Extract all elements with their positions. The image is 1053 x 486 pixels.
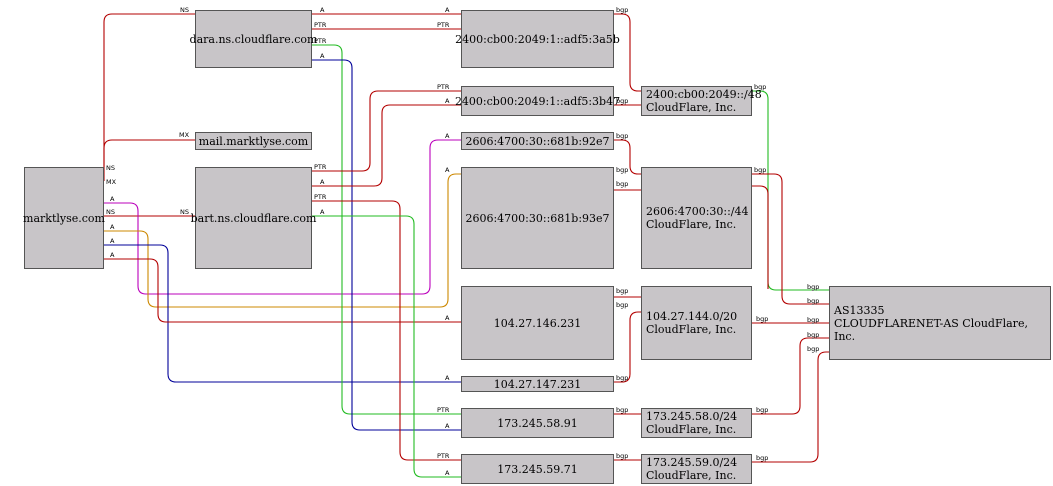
node-dara-ns[interactable]: dara.ns.cloudflare.com	[190, 10, 317, 68]
label-bart-ptr-2: PTR	[314, 193, 327, 201]
label-ip6a5b-ptr: PTR	[437, 21, 450, 29]
node-bart-ns[interactable]: bart.ns.cloudflare.com	[191, 167, 316, 269]
label-bgp-net58-out: bgp	[756, 406, 769, 414]
label-bart-a-1: A	[320, 178, 325, 186]
label-bgp-104-in: bgp	[616, 301, 629, 309]
edge-dara-ptr-58	[312, 44, 462, 415]
edge-a-ip4-147	[104, 244, 462, 383]
label-146-a: A	[445, 314, 450, 322]
label-bart-ptr-1: PTR	[314, 163, 327, 171]
label-bgp-146: bgp	[616, 287, 629, 295]
label-ns-dara: NS	[180, 6, 189, 14]
label-dara-ptr-2: PTR	[314, 37, 327, 45]
label-bgp-147: bgp	[616, 374, 629, 382]
label-bgp-net59-out: bgp	[756, 454, 769, 462]
label-mx-mail: MX	[179, 131, 190, 139]
edge-ns-dara	[103, 13, 196, 167]
edge-bart-ptr-b47	[312, 90, 462, 172]
label-58-a: A	[445, 422, 450, 430]
edge-bgp-147-net104	[614, 311, 642, 383]
edge-bgp-net2606-as-2	[752, 185, 769, 289]
label-ns-bart-src: NS	[106, 208, 115, 216]
label-ns-from-marktlyse: NS	[106, 164, 115, 172]
label-bgp-net2606-out: bgp	[754, 166, 767, 174]
node-ip6-93e7[interactable]: 2606:4700:30::681b:93e7	[461, 167, 614, 269]
label-bgp-59: bgp	[616, 452, 629, 460]
label-dara-ptr: PTR	[314, 21, 327, 29]
label-bgp-net2400-out: bgp	[754, 83, 767, 91]
label-bgp-as-2: bgp	[807, 297, 820, 305]
label-a-m3: A	[110, 237, 115, 245]
node-ip6-3b47[interactable]: 2400:cb00:2049:1::adf5:3b47	[455, 86, 620, 116]
label-bgp-as-3: bgp	[807, 316, 820, 324]
label-bgp-92e7: bgp	[616, 132, 629, 140]
label-b47-ptr: PTR	[437, 83, 450, 91]
edge-bgp-net2606-as-1	[752, 173, 830, 305]
label-bgp-2606-in-1: bgp	[616, 166, 629, 174]
node-ip4-146[interactable]: 104.27.146.231	[461, 286, 614, 360]
label-dara-a: A	[320, 6, 325, 14]
node-ip6-3a5b[interactable]: 2400:cb00:2049:1::adf5:3a5b	[455, 10, 620, 68]
label-bgp-58: bgp	[616, 406, 629, 414]
edge-bgp-92e7-net2606	[614, 139, 642, 175]
label-92e7-a: A	[445, 132, 450, 140]
node-ip4-59[interactable]: 173.245.59.71	[461, 454, 614, 484]
label-bgp-a5b: bgp	[616, 6, 629, 14]
edge-mx-mail	[103, 139, 196, 181]
edge-a-ip6-93e7	[104, 173, 462, 308]
node-mail[interactable]: mail.marktlyse.com	[195, 132, 312, 150]
edge-a-ip4-146	[104, 258, 462, 323]
label-b47-a: A	[445, 97, 450, 105]
label-bgp-as-5: bgp	[807, 345, 820, 353]
node-marktlyse[interactable]: marktlyse.com	[23, 167, 105, 269]
label-59-a: A	[445, 469, 450, 477]
label-58-ptr: PTR	[437, 406, 450, 414]
label-bgp-2606-in-2: bgp	[616, 180, 629, 188]
label-a-m1: A	[110, 195, 115, 203]
label-mx-from-marktlyse: MX	[106, 178, 117, 186]
label-a-m4: A	[110, 251, 115, 259]
label-bart-a-2: A	[320, 208, 325, 216]
edge-bgp-net58-as	[752, 337, 830, 415]
label-bgp-as-1: bgp	[807, 283, 820, 291]
node-ip4-58[interactable]: 173.245.58.91	[461, 408, 614, 438]
label-147-a: A	[445, 374, 450, 382]
edge-a-ip6-92e7	[104, 139, 462, 295]
edge-dara-a-58	[312, 59, 462, 431]
label-bgp-b47: bgp	[616, 97, 629, 105]
edge-bgp-net59-as	[752, 351, 830, 463]
label-ip6a5b-a: A	[445, 6, 450, 14]
label-bgp-as-4: bgp	[807, 331, 820, 339]
node-ip6-92e7[interactable]: 2606:4700:30::681b:92e7	[461, 132, 614, 150]
label-ns-bart-dst: NS	[180, 208, 189, 216]
edge-bart-a-59	[312, 215, 462, 478]
node-ip4-147[interactable]: 104.27.147.231	[461, 376, 614, 392]
edge-bgp-a5b-net2400	[614, 13, 642, 92]
label-dara-a-2: A	[320, 52, 325, 60]
edge-bgp-net2400-as	[752, 90, 830, 291]
edge-bart-ptr-59	[312, 200, 462, 461]
label-59-ptr: PTR	[437, 452, 450, 460]
label-93e7-a: A	[445, 166, 450, 174]
label-a-m2: A	[110, 223, 115, 231]
label-bgp-net104-out: bgp	[756, 315, 769, 323]
edge-bart-a-b47	[312, 104, 462, 187]
